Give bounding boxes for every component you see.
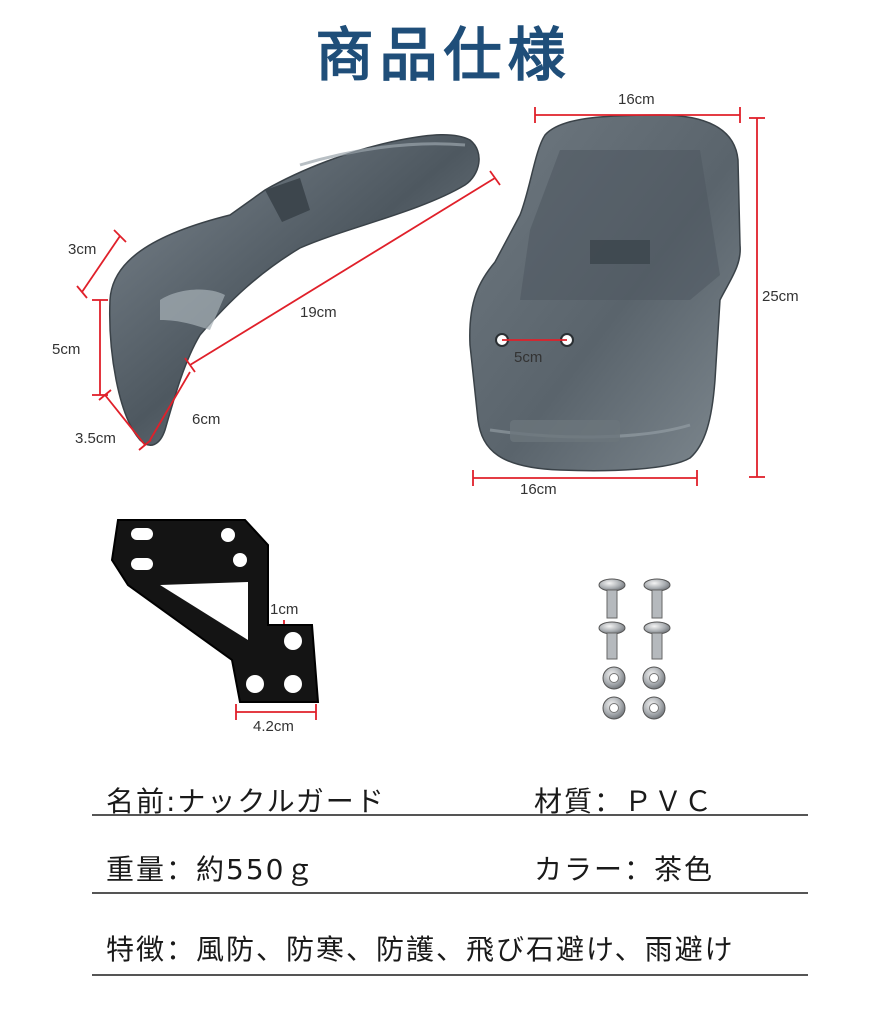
dim-side-top: 3cm — [68, 241, 96, 258]
divider — [92, 814, 808, 816]
dim-front-bottom-width: 16cm — [520, 481, 557, 498]
nut-icon — [602, 666, 626, 690]
bolt-icon — [643, 578, 671, 619]
dim-bracket-hole: 1cm — [270, 601, 298, 618]
nut-icon — [642, 666, 666, 690]
page-title: 商品仕様 — [315, 21, 572, 89]
dim-side-bottom: 3.5cm — [75, 430, 116, 447]
spec-weight: 重量：約550ｇ — [106, 853, 316, 886]
nut-icon — [602, 696, 626, 720]
dim-bracket-width: 4.2cm — [253, 718, 294, 735]
dim-front-height: 25cm — [762, 288, 799, 305]
mounting-bracket — [110, 519, 320, 703]
spec-material: 材質：ＰＶＣ — [534, 785, 715, 818]
dimension-lines — [76, 107, 765, 720]
guard-side-view — [109, 133, 480, 446]
spec-name: 名前:ナックルガード — [106, 785, 386, 818]
product-figure: 3cm 5cm 3.5cm 19cm 6cm 16cm 16cm 25cm 5c… — [52, 91, 799, 735]
dim-front-top-width: 16cm — [618, 91, 655, 108]
dim-side-height: 5cm — [52, 341, 80, 358]
guard-front-view — [469, 114, 741, 472]
spec-features: 特徴：風防、防寒、防護、飛び石避け、雨避け — [106, 933, 735, 966]
spec-color: カラー：茶色 — [534, 853, 715, 886]
bolt-icon — [643, 621, 671, 660]
bolt-icon — [598, 621, 626, 660]
dim-side-depth: 6cm — [192, 411, 220, 428]
bolt-icon — [598, 578, 626, 619]
divider — [92, 974, 808, 976]
nut-icon — [642, 696, 666, 720]
bolt-set — [598, 578, 671, 720]
divider — [92, 892, 808, 894]
dim-hole-spacing: 5cm — [514, 349, 542, 366]
dim-side-length: 19cm — [300, 304, 337, 321]
